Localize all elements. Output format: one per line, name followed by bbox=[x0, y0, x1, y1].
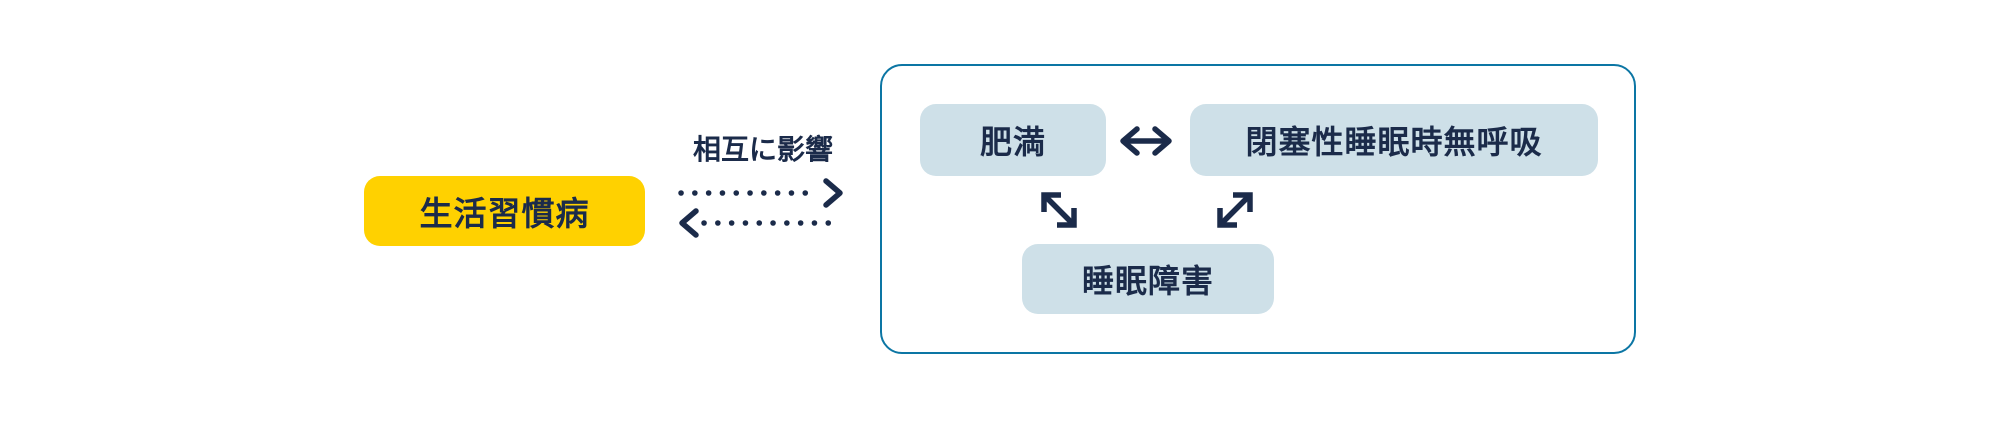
sleep-apnea-node: 閉塞性睡眠時無呼吸 bbox=[1190, 104, 1598, 176]
dotted-arrow-left-icon bbox=[679, 208, 844, 238]
mutual-influence-label: 相互に影響 bbox=[692, 134, 833, 165]
double-arrow-diagonal-nw-se-icon bbox=[1041, 192, 1077, 228]
obesity-label: 肥満 bbox=[979, 124, 1046, 160]
sleep-apnea-label: 閉塞性睡眠時無呼吸 bbox=[1245, 124, 1543, 160]
obesity-node: 肥満 bbox=[920, 104, 1106, 176]
double-arrow-diagonal-ne-sw-icon bbox=[1217, 192, 1253, 228]
lifestyle-disease-label: 生活習慣病 bbox=[419, 195, 590, 232]
double-arrow-horizontal-icon bbox=[1120, 126, 1172, 156]
lifestyle-disease-node: 生活習慣病 bbox=[364, 176, 645, 246]
dotted-arrow-right-icon bbox=[678, 178, 843, 208]
sleep-disorder-label: 睡眠障害 bbox=[1081, 263, 1214, 299]
sleep-disorder-node: 睡眠障害 bbox=[1022, 244, 1274, 314]
